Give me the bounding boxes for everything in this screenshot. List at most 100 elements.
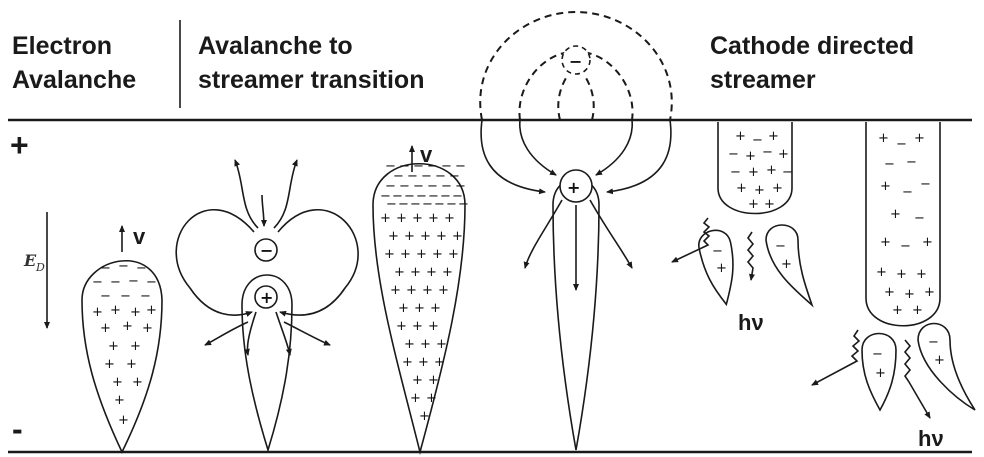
positive-charge-49: + — [442, 265, 453, 280]
anode-sign: + — [10, 127, 29, 163]
avalanche-3-charges: −−−−−−−−−−−−−−−−−−−−−−−−−−−−−−−+++++++++… — [380, 159, 469, 424]
avalanche-3: −−−−−−−−−−−−−−−−−−−−−−−−−−−−−−−+++++++++… — [373, 142, 469, 452]
positive-charge-4: + — [745, 149, 756, 164]
negative-charge-7: − — [730, 165, 741, 180]
positive-charge-56: + — [430, 301, 441, 316]
positive-charge-58: + — [412, 319, 423, 334]
field-symbol: E — [23, 251, 37, 270]
dipole-field-line-down — [262, 195, 264, 226]
negative-charge-25: − — [398, 197, 409, 212]
positive-charge-54: + — [398, 301, 409, 316]
positive-charge-12: + — [754, 183, 765, 198]
cathode-streamer-developed: +−+−−+−−+−+−+++++++++ − + − + hν — [812, 122, 975, 451]
negative-charge-7: − — [100, 289, 111, 304]
positive-charge-35: + — [444, 211, 455, 226]
positive-charge-21: + — [112, 375, 123, 390]
dipole-field-line-side-left — [205, 322, 248, 345]
negative-charge-7: − — [920, 177, 931, 192]
header-electron-avalanche-line1: Electron — [12, 32, 112, 60]
positive-charge-51: + — [406, 283, 417, 298]
sa-right-neg: − — [775, 239, 786, 254]
sa2-right-neg: − — [928, 335, 939, 350]
positive-charge-45: + — [448, 247, 459, 262]
sa-left-pos: + — [716, 261, 727, 276]
positive-charge-33: + — [412, 211, 423, 226]
positive-charge-46: + — [394, 265, 405, 280]
negative-charge-3: − — [884, 157, 895, 172]
sa2-right-pos: + — [934, 353, 945, 368]
sa2-left-neg: − — [872, 347, 883, 362]
positive-charge-36: + — [388, 229, 399, 244]
positive-charge-16: + — [142, 321, 153, 336]
positive-charge-8: + — [748, 165, 759, 180]
positive-charge-70: + — [419, 409, 430, 424]
negative-charge-28: − — [434, 197, 445, 212]
negative-charge-9: − — [140, 289, 151, 304]
negative-charge-1: − — [118, 259, 129, 274]
photon-wave-lower-down — [905, 340, 930, 418]
sa-right-pos: + — [781, 257, 792, 272]
positive-charge-43: + — [416, 247, 427, 262]
positive-charge-67: + — [428, 373, 439, 388]
positive-charge-53: + — [438, 283, 449, 298]
positive-charge-16: + — [884, 285, 895, 300]
negative-charge-27: − — [422, 197, 433, 212]
dipole-field-line-low-right — [276, 312, 290, 355]
negative-charge-sign: − — [569, 52, 582, 71]
cathode-streamer-early: +−+−+−+−++−+++++ − + − + hν — [672, 122, 812, 335]
cathode-streamer-developed-charges: +−+−−+−−+−+−+++++++++ — [876, 131, 935, 318]
positive-charge-14: + — [748, 197, 759, 212]
positive-charge-19: + — [892, 303, 903, 318]
header-cathode-line1: Cathode directed — [710, 32, 914, 60]
header-transition-line1: Avalanche to — [198, 32, 353, 60]
positive-charge-59: + — [428, 319, 439, 334]
positive-charge-57: + — [396, 319, 407, 334]
positive-charge-12: + — [922, 235, 933, 250]
positive-charge-37: + — [404, 229, 415, 244]
negative-charge-6: − — [902, 185, 913, 200]
negative-charge-30: − — [458, 197, 469, 212]
positive-charge-sign: + — [567, 178, 580, 197]
positive-charge-9: + — [766, 163, 777, 178]
dashed-field-inner-right — [586, 78, 594, 120]
negative-charge-3: − — [92, 275, 103, 290]
positive-charge-10: + — [92, 305, 103, 320]
dashed-field-inner-left — [558, 78, 566, 120]
negative-charge-5: − — [128, 274, 139, 289]
positive-charge-24: + — [118, 413, 129, 428]
positive-charge-13: + — [772, 181, 783, 196]
positive-charge-5: + — [880, 179, 891, 194]
positive-charge-0: + — [878, 131, 889, 146]
transition-dipole: − + — [176, 160, 358, 450]
positive-charge-11: + — [110, 303, 121, 318]
field-indicator: E D — [23, 212, 47, 328]
negative-charge-4: − — [110, 275, 121, 290]
positive-charge-23: + — [114, 393, 125, 408]
field-line-low-left — [525, 200, 562, 268]
positive-charge-8: + — [890, 207, 901, 222]
positive-charge-14: + — [100, 321, 111, 336]
positive-charge-41: + — [384, 247, 395, 262]
positive-charge-22: + — [132, 375, 143, 390]
positive-charge-39: + — [436, 229, 447, 244]
positive-charge-42: + — [400, 247, 411, 262]
positive-charge-62: + — [436, 337, 447, 352]
positive-charge-10: + — [880, 235, 891, 250]
positive-charge-50: + — [390, 283, 401, 298]
field-line-outer-right — [607, 120, 671, 192]
photon-label-1: hν — [738, 310, 764, 335]
avalanche-3-velocity-label: v — [420, 142, 433, 167]
positive-charge-13: + — [146, 303, 157, 318]
positive-charge-47: + — [410, 265, 421, 280]
positive-charge-18: + — [130, 339, 141, 354]
negative-charge-26: − — [410, 197, 421, 212]
positive-charge-15: + — [764, 197, 775, 212]
avalanche-1-velocity-label: v — [133, 224, 146, 249]
negative-charge-1: − — [896, 137, 907, 152]
header-electron-avalanche-line2: Avalanche — [12, 66, 136, 94]
positive-charge-18: + — [924, 285, 935, 300]
positive-charge-20: + — [126, 357, 137, 372]
sa-left-neg: − — [712, 244, 723, 259]
negative-charge-8: − — [120, 289, 131, 304]
